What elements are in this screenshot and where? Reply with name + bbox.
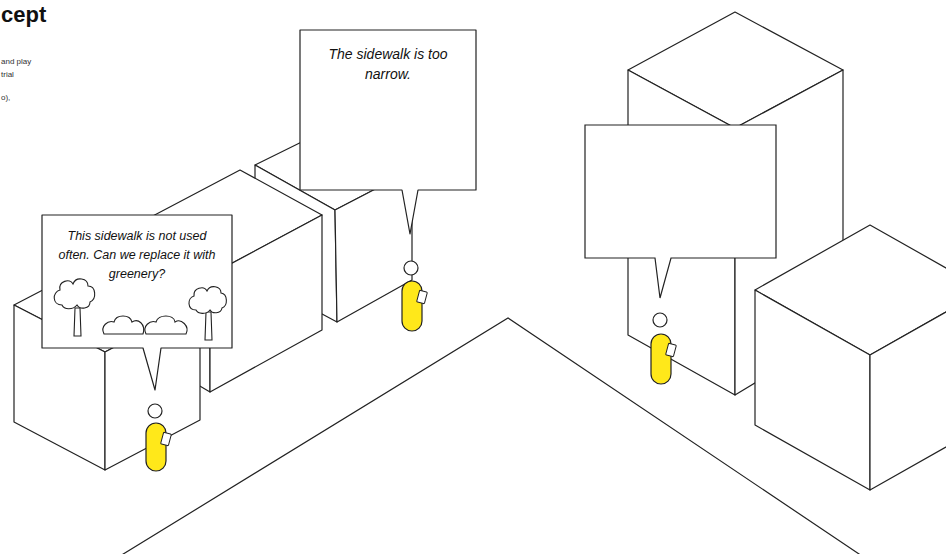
speech-bubble-outline — [42, 215, 232, 390]
buildings — [14, 12, 946, 490]
person — [146, 404, 171, 471]
road-edge — [120, 318, 862, 554]
bubble-layer — [42, 30, 476, 390]
bush — [103, 316, 187, 334]
empty-speech-bubble — [585, 125, 776, 298]
speech-bubble-outline — [300, 30, 476, 234]
person — [651, 313, 676, 384]
building — [755, 225, 946, 490]
speech-text: The sidewalk is too narrow. — [310, 44, 466, 84]
speech-text: This sidewalk is not used often. Can we … — [52, 227, 222, 284]
people — [146, 261, 676, 471]
side-note-text: trial — [1, 70, 14, 79]
greenery — [54, 279, 226, 340]
tree — [189, 287, 226, 340]
speech-bubble: This sidewalk is not used often. Can we … — [42, 215, 232, 348]
side-note-text: o), — [1, 93, 10, 102]
person — [402, 261, 427, 331]
speech-bubble: The sidewalk is too narrow. — [300, 30, 476, 190]
side-note-text: and play — [1, 57, 31, 66]
tree — [54, 279, 94, 336]
page-title: cept — [1, 2, 46, 28]
